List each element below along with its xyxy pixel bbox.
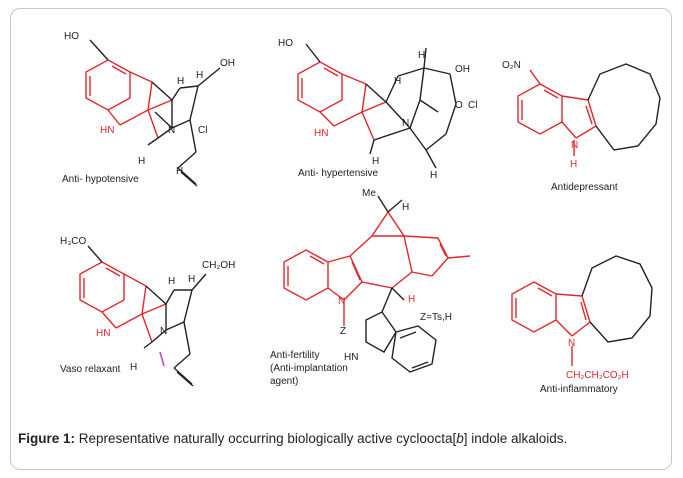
c5-h1-label: H [402, 202, 409, 213]
compound-5-structure [283, 195, 471, 373]
c2-o-label: O [455, 100, 463, 111]
figure-frame [10, 8, 672, 470]
c6-chain-label: CH₂CH₂CO₂H [566, 370, 629, 381]
c6-n-label: N [568, 338, 575, 349]
c4-h3co-label: H₃CO [60, 236, 87, 247]
c1-cl-label: Cl [198, 125, 207, 136]
c1-h3-label: H [138, 156, 145, 167]
c4-h1-label: H [168, 276, 175, 287]
caption-text-1: Representative naturally occurring biolo… [75, 431, 457, 446]
c4-h2-label: H [188, 274, 195, 285]
compound-4-structure [79, 245, 207, 387]
caption-text-2: ] indole alkaloids. [463, 431, 568, 446]
c2-h3-label: H [372, 156, 379, 167]
caption-italic: b [456, 431, 464, 446]
c5-n-label: N [338, 296, 345, 307]
c5-h2-label: H [408, 294, 415, 305]
c5-hn-label: HN [344, 352, 358, 363]
c2-ho-label: HO [278, 38, 293, 49]
c1-h2-label: H [196, 70, 203, 81]
c4-ch2oh-label: CH₂OH [202, 260, 235, 271]
c1-h1-label: H [177, 76, 184, 87]
c4-activity-label: Vaso relaxant [60, 364, 121, 375]
figure-caption: Figure 1: Representative naturally occur… [18, 430, 666, 448]
c5-activity-line-1: Anti-fertility [270, 350, 319, 361]
c4-hn-label: HN [96, 328, 110, 339]
compound-2-structure [297, 43, 457, 169]
c5-activity-line-3: agent) [270, 376, 298, 387]
c2-hn-label: HN [314, 128, 328, 139]
c2-h2-label: H [418, 50, 425, 61]
c6-activity-label: Anti-inflammatory [540, 384, 618, 395]
c4-h3-label: H [130, 362, 137, 373]
c1-hn-label: HN [100, 125, 114, 136]
c1-n-label: N [168, 125, 175, 136]
c3-no2-label: O₂N [502, 60, 521, 71]
c1-activity-label: Anti- hypotensive [62, 174, 139, 185]
c3-n-label: N [571, 140, 578, 151]
c2-h4-label: H [430, 170, 437, 181]
c2-activity-label: Anti- hypertensive [298, 168, 378, 179]
c5-zdef-label: Z=Ts,H [420, 312, 452, 323]
c5-activity-line-2: (Anti-implantation [270, 363, 348, 374]
c2-oh-label: OH [455, 64, 470, 75]
c2-h1-label: H [394, 76, 401, 87]
c2-n-label: N [402, 118, 409, 129]
c1-ho-label: HO [64, 31, 79, 42]
compound-3-structure [517, 63, 661, 156]
c2-cl-label: Cl [468, 100, 477, 111]
caption-label: Figure 1: [18, 431, 76, 446]
compound-1-structure [85, 39, 221, 187]
c3-activity-label: Antidepressant [551, 182, 618, 193]
c1-oh-label: OH [220, 58, 235, 69]
c5-me-label: Me [362, 188, 376, 199]
c1-h4-label: H [176, 166, 183, 177]
c4-n-label: N [160, 326, 167, 337]
c3-h-label: H [570, 159, 577, 170]
compound-6-structure [511, 255, 653, 366]
c5-z-label: Z [340, 326, 346, 337]
